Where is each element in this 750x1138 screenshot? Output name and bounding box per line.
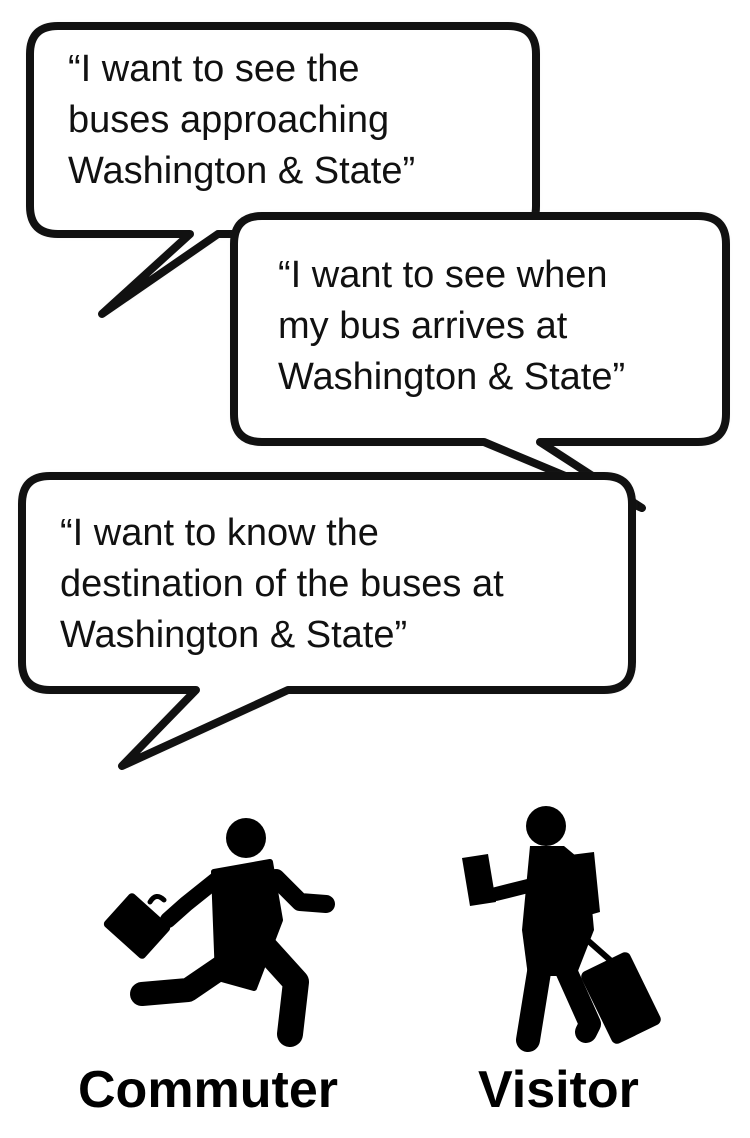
- bubble-3-line-3: Washington & State”: [60, 614, 408, 656]
- visitor-icon: [462, 806, 661, 1052]
- bubble-2-line-1: “I want to see when: [278, 254, 608, 296]
- visitor-label: Visitor: [478, 1061, 639, 1119]
- bubble-1-line-3: Washington & State”: [68, 150, 416, 192]
- speech-bubble-1: [26, 22, 540, 318]
- bubble-1-quote: “I want to see the buses approaching Was…: [68, 44, 415, 197]
- bubble-1-line-2: buses approaching: [68, 99, 390, 141]
- bubble-2-line-3: Washington & State”: [278, 356, 626, 398]
- commuter-icon: [103, 818, 335, 1047]
- bubble-3-line-2: destination of the buses at: [60, 563, 504, 605]
- bubble-3-quote: “I want to know the destination of the b…: [60, 508, 504, 661]
- bubble-3-line-1: “I want to know the: [60, 512, 379, 554]
- bubble-2-line-2: my bus arrives at: [278, 305, 568, 347]
- bubble-2-quote: “I want to see when my bus arrives at Wa…: [278, 250, 625, 403]
- commuter-label: Commuter: [78, 1061, 339, 1119]
- bubble-1-line-1: “I want to see the: [68, 48, 360, 90]
- speech-bubble-3: [18, 472, 636, 770]
- speech-bubble-2: [230, 212, 730, 512]
